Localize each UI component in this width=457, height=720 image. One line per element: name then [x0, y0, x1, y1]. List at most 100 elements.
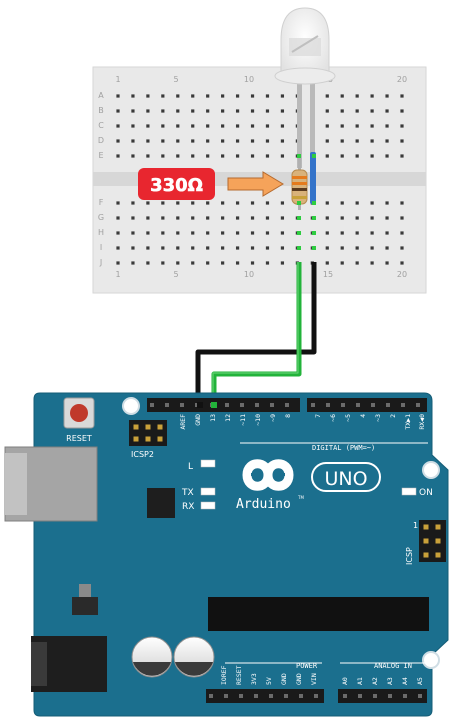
- breadboard-hole: [221, 94, 225, 98]
- breadboard-hole: [340, 216, 344, 220]
- breadboard-hole: [206, 231, 210, 235]
- header-pin: [371, 403, 375, 407]
- breadboard-hole: [176, 261, 180, 265]
- header-pin: [284, 694, 288, 698]
- uno-label: UNO: [324, 468, 367, 490]
- breadboard-hole: [250, 124, 255, 128]
- breadboard-hole: [385, 124, 389, 128]
- breadboard-hole: [235, 216, 240, 220]
- breadboard-hole: [161, 246, 165, 250]
- breadboard-hole: [355, 246, 359, 250]
- breadboard-hole: [206, 94, 210, 98]
- breadboard-hole: [265, 231, 270, 235]
- icsp2-pin: [133, 436, 139, 442]
- icsp2-pin: [157, 424, 163, 430]
- row-label-a: A: [98, 91, 104, 100]
- breadboard-hole: [235, 231, 240, 235]
- power-pin-label: VIN: [310, 673, 318, 685]
- top-pin-label: 4: [359, 414, 367, 418]
- breadboard-hole: [265, 154, 270, 158]
- power-jack-face: [31, 642, 47, 686]
- connected-hole: [312, 231, 316, 235]
- breadboard-hole: [191, 154, 195, 158]
- analog-pin-label: A2: [371, 677, 379, 685]
- capacitor-1-stripe: [133, 662, 171, 676]
- breadboard-hole: [131, 154, 135, 158]
- header-pin: [225, 403, 229, 407]
- icsp2-header: [129, 420, 167, 446]
- connected-hole: [312, 201, 316, 205]
- arduino-pcb: [33, 392, 449, 717]
- breadboard-hole: [176, 246, 180, 250]
- header-pin: [373, 694, 377, 698]
- breadboard-hole: [191, 201, 195, 205]
- breadboard-hole: [280, 216, 285, 220]
- bottom-header-pins: [209, 694, 422, 698]
- breadboard-hole: [161, 201, 165, 205]
- reset-label: RESET: [66, 434, 92, 443]
- breadboard-hole: [131, 139, 135, 143]
- breadboard-hole: [400, 124, 404, 128]
- breadboard-hole: [131, 231, 135, 235]
- breadboard-hole: [235, 94, 240, 98]
- breadboard-hole: [325, 154, 329, 158]
- uno-badge: [311, 462, 381, 492]
- power-pin-label: GND: [280, 673, 288, 685]
- breadboard-hole: [385, 231, 389, 235]
- row-label-i: I: [100, 243, 102, 252]
- top-pin-label: 12: [224, 414, 232, 422]
- reset-button-cap[interactable]: [70, 404, 88, 422]
- mounting-hole: [122, 397, 140, 415]
- digital-header-right: [307, 398, 427, 412]
- header-pin: [299, 694, 303, 698]
- breadboard-hole: [131, 216, 135, 220]
- header-pin: [224, 694, 228, 698]
- col-label-top-5: 5: [173, 75, 178, 84]
- breadboard-hole: [221, 216, 225, 220]
- connected-hole: [297, 231, 301, 235]
- breadboard-hole: [325, 216, 329, 220]
- breadboard-hole: [280, 231, 285, 235]
- row-label-j: J: [99, 258, 102, 267]
- breadboard-hole: [221, 154, 225, 158]
- icsp-pin: [435, 552, 441, 558]
- atmega-chip: [208, 597, 429, 631]
- icsp-pin: [423, 552, 429, 558]
- breadboard-hole: [146, 124, 150, 128]
- breadboard-hole: [355, 154, 359, 158]
- breadboard-hole: [400, 216, 404, 220]
- breadboard-hole: [280, 124, 285, 128]
- top-pin-label: 8: [284, 414, 292, 418]
- breadboard-hole: [280, 246, 285, 250]
- header-pin: [180, 403, 184, 407]
- breadboard-hole: [146, 246, 150, 250]
- breadboard-hole: [161, 109, 165, 113]
- breadboard-hole: [400, 201, 404, 205]
- breadboard-hole: [370, 139, 374, 143]
- breadboard-hole: [400, 154, 404, 158]
- breadboard-hole: [355, 109, 359, 113]
- header-pin: [270, 403, 274, 407]
- led-tx-label: TX: [181, 488, 194, 498]
- breadboard-hole: [265, 139, 270, 143]
- breadboard-hole: [340, 109, 344, 113]
- arduino-logo: Arduino TM UNO: [236, 459, 381, 512]
- breadboard-hole: [176, 109, 180, 113]
- connected-hole: [312, 246, 316, 250]
- breadboard-hole: [265, 261, 270, 265]
- breadboard-hole: [340, 154, 344, 158]
- resistor: [291, 158, 308, 210]
- icsp-pin: [423, 538, 429, 544]
- breadboard-hole: [235, 201, 240, 205]
- breadboard-hole: [370, 94, 374, 98]
- breadboard-hole: [161, 94, 165, 98]
- logo-minus: [251, 473, 260, 476]
- led-leg-cathode: [297, 80, 302, 168]
- power-label: POWER: [296, 662, 318, 670]
- breadboard-hole: [191, 124, 195, 128]
- breadboard-hole: [191, 216, 195, 220]
- analog-header: [338, 689, 427, 703]
- breadboard-hole: [250, 201, 255, 205]
- breadboard-hole: [191, 261, 195, 265]
